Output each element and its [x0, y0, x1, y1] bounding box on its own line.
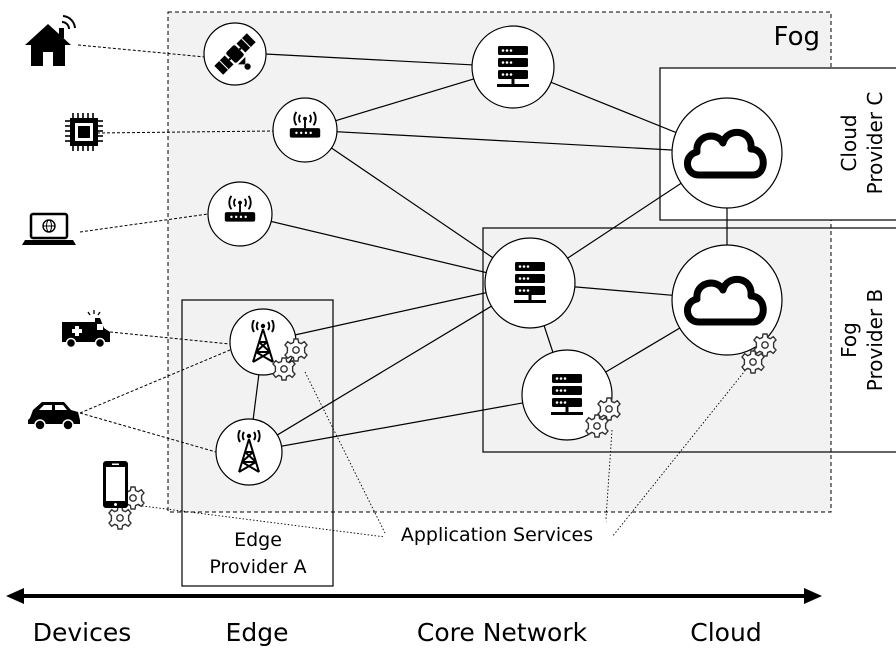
laptop-icon[interactable]: [22, 212, 76, 245]
application-services-label-bg: [388, 520, 606, 548]
gears-icon: [284, 338, 308, 362]
gears-icon: [108, 506, 132, 530]
axis-label-cloud: Cloud: [690, 618, 761, 647]
cloud-provider-c-label-line1: Cloud: [837, 114, 861, 171]
gears-icon: [272, 357, 296, 381]
car-icon[interactable]: [28, 402, 80, 431]
axis-arrow: [6, 588, 822, 604]
cloud-icon: [687, 279, 763, 322]
cloud-icon: [687, 132, 763, 175]
axis-label-edge: Edge: [226, 618, 289, 647]
gears-icon: [585, 414, 609, 438]
gears-icon: [741, 350, 765, 374]
fog-provider-b-label-line2: Provider B: [863, 289, 887, 391]
axis-label-devices: Devices: [33, 618, 132, 647]
gears-icon: [753, 333, 777, 357]
edge-provider-a-box: [181, 299, 334, 587]
fog-provider-b-box: [482, 227, 896, 453]
gears-icon: [597, 397, 621, 421]
edge-provider-a-label-line2: Provider A: [209, 556, 306, 578]
application-service-pointers: [134, 361, 753, 538]
smartphone-icon[interactable]: [103, 461, 128, 508]
device-links: [77, 44, 274, 453]
microchip-icon[interactable]: [65, 113, 103, 151]
application-services-label: Application Services: [401, 524, 593, 546]
cloud-provider-c-label-line2: Provider C: [863, 92, 887, 195]
house-wifi-icon[interactable]: [25, 15, 76, 66]
fog-provider-b-label-line1: Fog: [837, 322, 861, 358]
edge-provider-a-label-line1: Edge: [234, 529, 282, 551]
ambulance-icon[interactable]: [62, 310, 110, 349]
axis-label-core-network: Core Network: [417, 618, 588, 647]
fog-label: Fog: [774, 22, 820, 52]
